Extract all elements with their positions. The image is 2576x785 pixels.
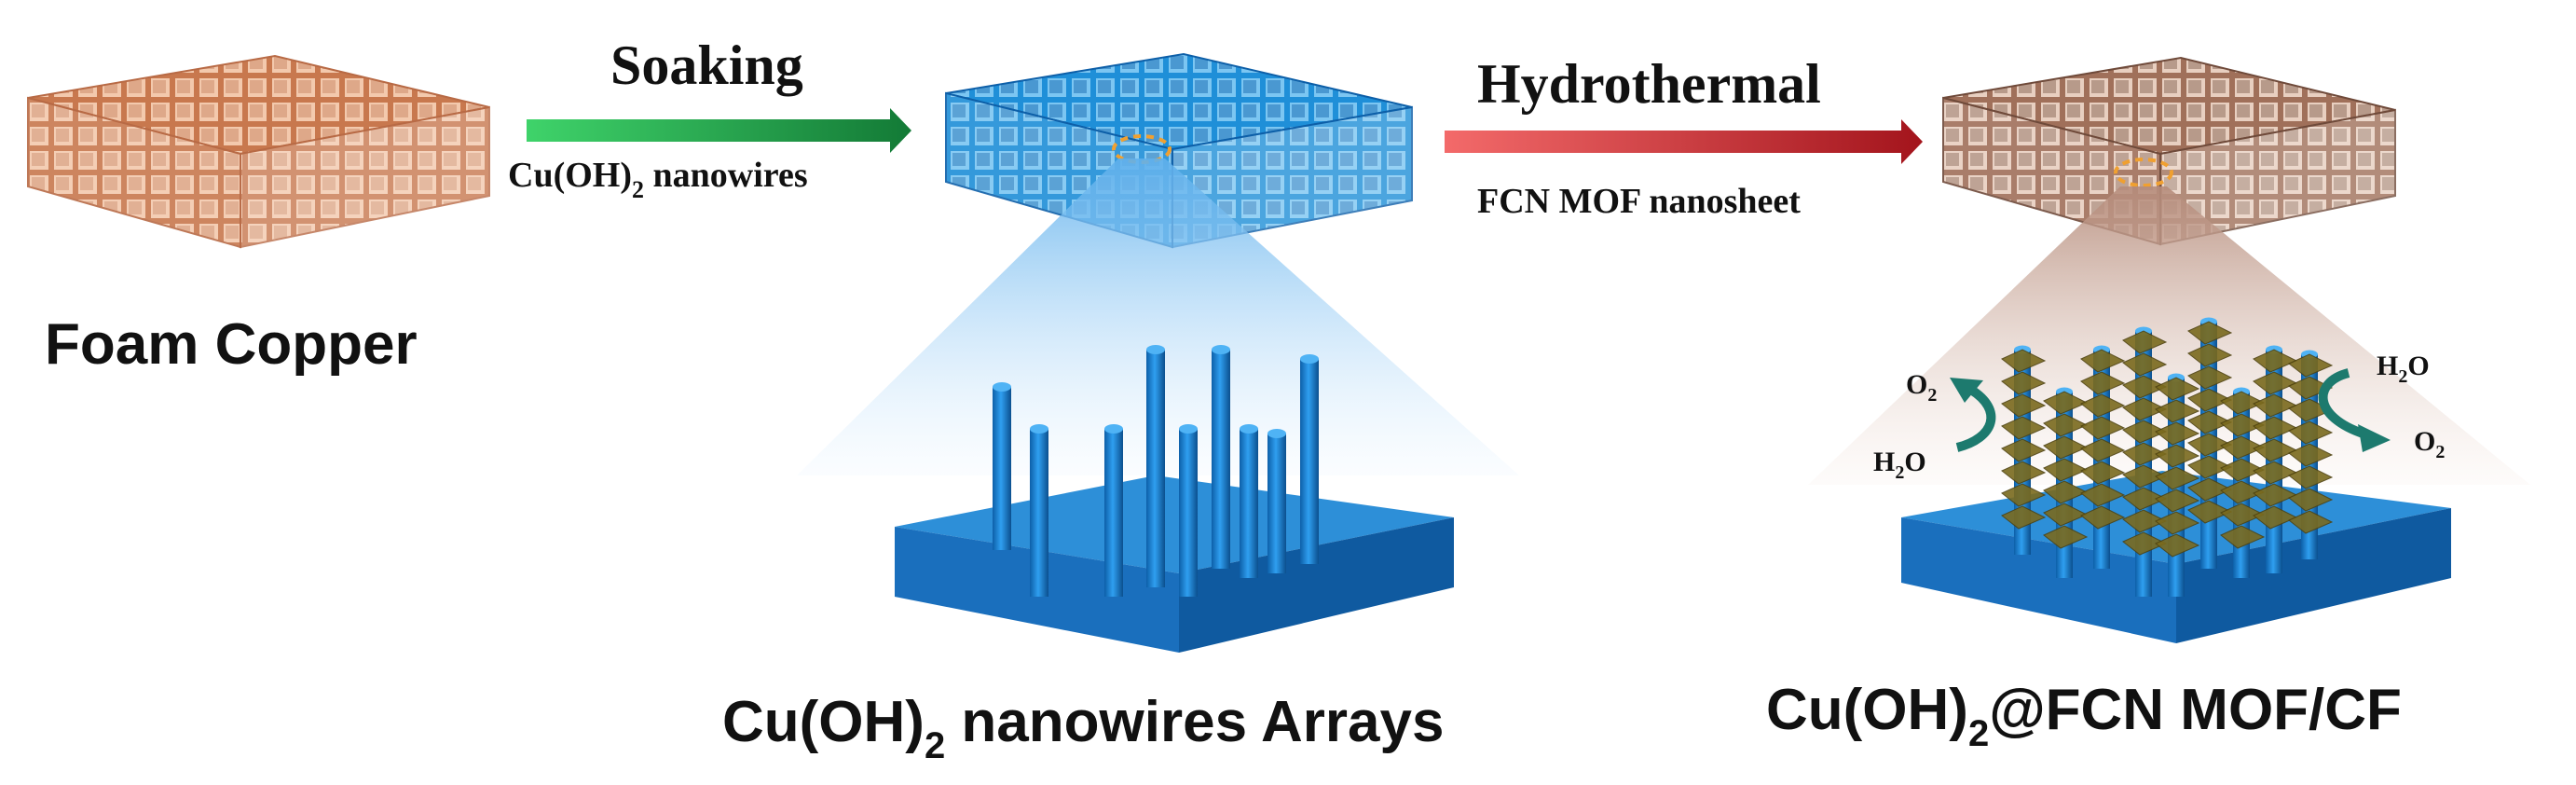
- reaction-arrowhead-right: [2358, 424, 2391, 452]
- zoom-marker-brown: [2114, 158, 2173, 187]
- mof-nanosheet: [2001, 349, 2047, 373]
- mof-nanosheet: [2155, 444, 2200, 468]
- mof-nanosheet: [2288, 510, 2334, 534]
- mof-nanosheet: [2001, 371, 2047, 395]
- mof-nanosheet: [2080, 505, 2126, 530]
- hydrothermal-label: Hydrothermal: [1477, 53, 1821, 115]
- mof-nanosheet: [2187, 365, 2233, 390]
- nanowire-rod: [1030, 424, 1048, 597]
- mof-nanosheet: [2080, 416, 2126, 440]
- reaction-right: H2O O2: [2318, 351, 2445, 462]
- hydrothermal-sub-label: FCN MOF nanosheet: [1477, 182, 1801, 221]
- mof-nanosheet: [2155, 399, 2200, 423]
- nanowire-rod: [1240, 424, 1258, 578]
- mof-nanosheet: [2155, 377, 2200, 401]
- hydrothermal-arrow: [1445, 119, 1923, 164]
- mof-nanosheet: [2080, 349, 2126, 373]
- mof-nanosheet: [2080, 393, 2126, 418]
- soaking-sub-label: Cu(OH)2 nanowires: [508, 156, 808, 203]
- mof-nanosheet: [2001, 483, 2047, 507]
- final-caption: Cu(OH)2@FCN MOF/CF: [1766, 678, 2402, 754]
- mof-nanosheet: [2220, 525, 2266, 549]
- o2-label-left: O2: [1906, 369, 1937, 406]
- reaction-arrow-right: [2318, 368, 2374, 441]
- mof-nanosheet: [2080, 483, 2126, 507]
- soaking-arrow: [527, 108, 911, 153]
- mof-nanosheet: [2288, 353, 2334, 378]
- mof-nanosheet: [2155, 489, 2200, 513]
- soaking-label: Soaking: [610, 34, 803, 96]
- mof-nanosheet: [2080, 371, 2126, 395]
- nanowire-rod: [993, 382, 1011, 550]
- mof-nanosheet: [2122, 330, 2168, 354]
- nanowire-rod: [1104, 424, 1123, 597]
- nanowire-array-figure: [895, 345, 1454, 653]
- mof-nanosheet: [2288, 443, 2334, 467]
- nanowire-rod: [1300, 354, 1319, 564]
- mof-nanosheet: [2001, 461, 2047, 485]
- arrays-caption: Cu(OH)2 nanowires Arrays: [722, 690, 1444, 766]
- reaction-left: O2 H2O: [1873, 369, 1996, 483]
- mof-nanosheet: [2122, 352, 2168, 377]
- foam-copper-caption: Foam Copper: [45, 312, 418, 377]
- mof-nanosheet: [2001, 393, 2047, 418]
- zoom-cone-blue: [797, 158, 1519, 475]
- o2-label-right: O2: [2414, 426, 2445, 462]
- mof-nanosheet: [2155, 421, 2200, 446]
- nanowire-rod: [1146, 345, 1165, 587]
- mof-nanosheet: [2080, 438, 2126, 462]
- mof-nanosheet: [2001, 416, 2047, 440]
- mof-nanosheet: [2288, 376, 2334, 400]
- foam-copper-block: [27, 54, 490, 249]
- mof-nanosheet: [2288, 420, 2334, 445]
- mof-nanosheet: [2155, 466, 2200, 490]
- mof-nanosheet: [2187, 343, 2233, 367]
- nanowire-rod: [1267, 429, 1286, 573]
- mof-nanosheet: [2155, 511, 2200, 535]
- mof-nanosheet: [2043, 525, 2089, 549]
- mof-nanosheet: [2288, 465, 2334, 489]
- mof-nanosheet: [2288, 488, 2334, 512]
- h2o-label-left: H2O: [1873, 447, 1926, 483]
- mof-nanosheet: [2080, 461, 2126, 485]
- mof-nanosheet: [2001, 438, 2047, 462]
- nanowire-rod: [1212, 345, 1230, 569]
- composite-figure: [1901, 317, 2451, 643]
- reaction-arrowhead-left: [1950, 378, 1983, 403]
- reaction-arrow-left: [1955, 385, 1996, 452]
- mof-nanosheet: [2001, 505, 2047, 530]
- mof-nanosheet: [2155, 533, 2200, 558]
- mof-nanosheet: [2187, 321, 2233, 345]
- nanowire-rod: [1179, 424, 1198, 597]
- h2o-label-right: H2O: [2377, 351, 2430, 387]
